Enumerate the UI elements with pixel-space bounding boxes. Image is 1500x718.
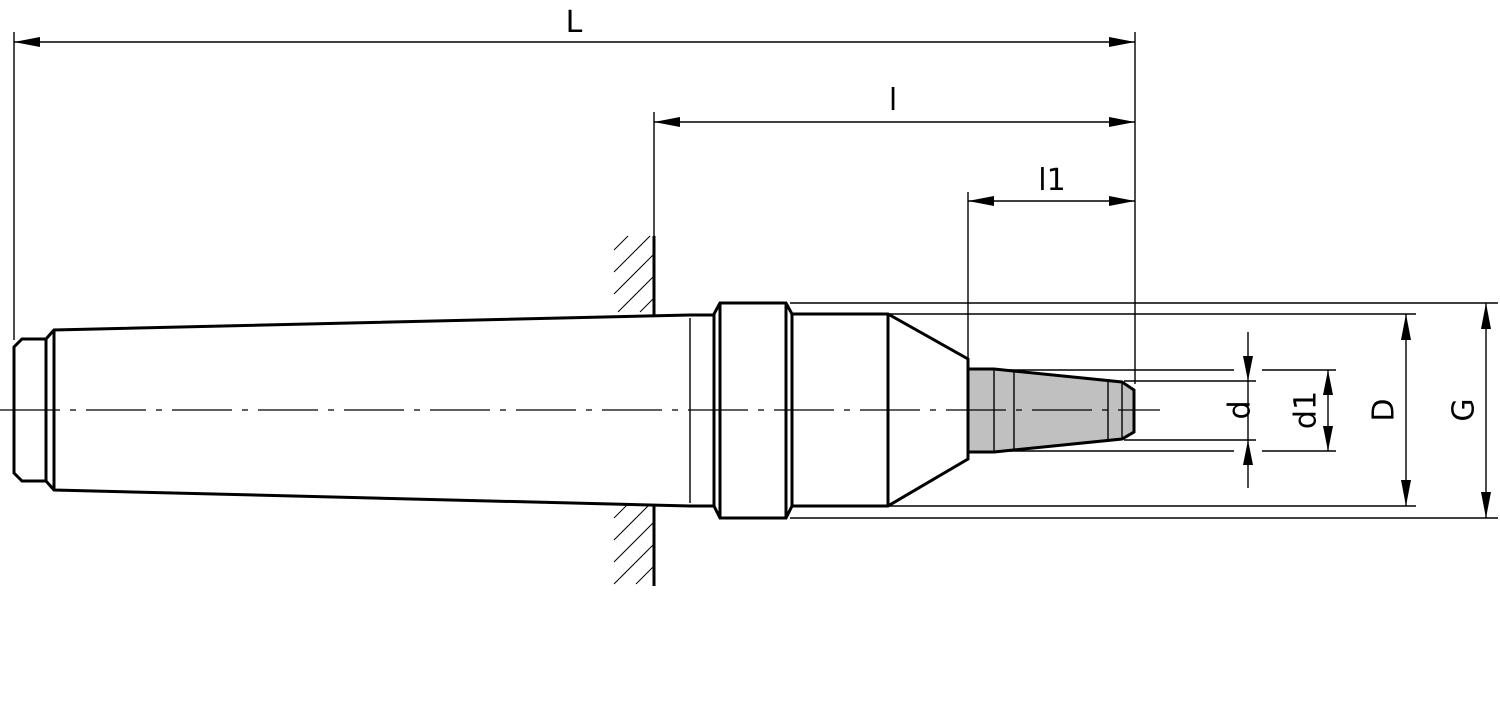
- mounting-wall: [613, 235, 656, 586]
- dim-label-L: L: [566, 5, 583, 40]
- wall-hatching: [613, 235, 655, 585]
- extension-lines: [13, 32, 1498, 519]
- dim-label-G: G: [1447, 398, 1482, 421]
- dimension-lines: [14, 41, 1487, 518]
- dim-label-l1: l1: [1038, 163, 1065, 198]
- dim-label-d: d: [1223, 400, 1258, 419]
- dim-label-l: l: [889, 83, 897, 118]
- dim-label-d1: d1: [1289, 391, 1324, 429]
- dim-label-D: D: [1367, 398, 1402, 421]
- arrowheads: [14, 37, 1491, 518]
